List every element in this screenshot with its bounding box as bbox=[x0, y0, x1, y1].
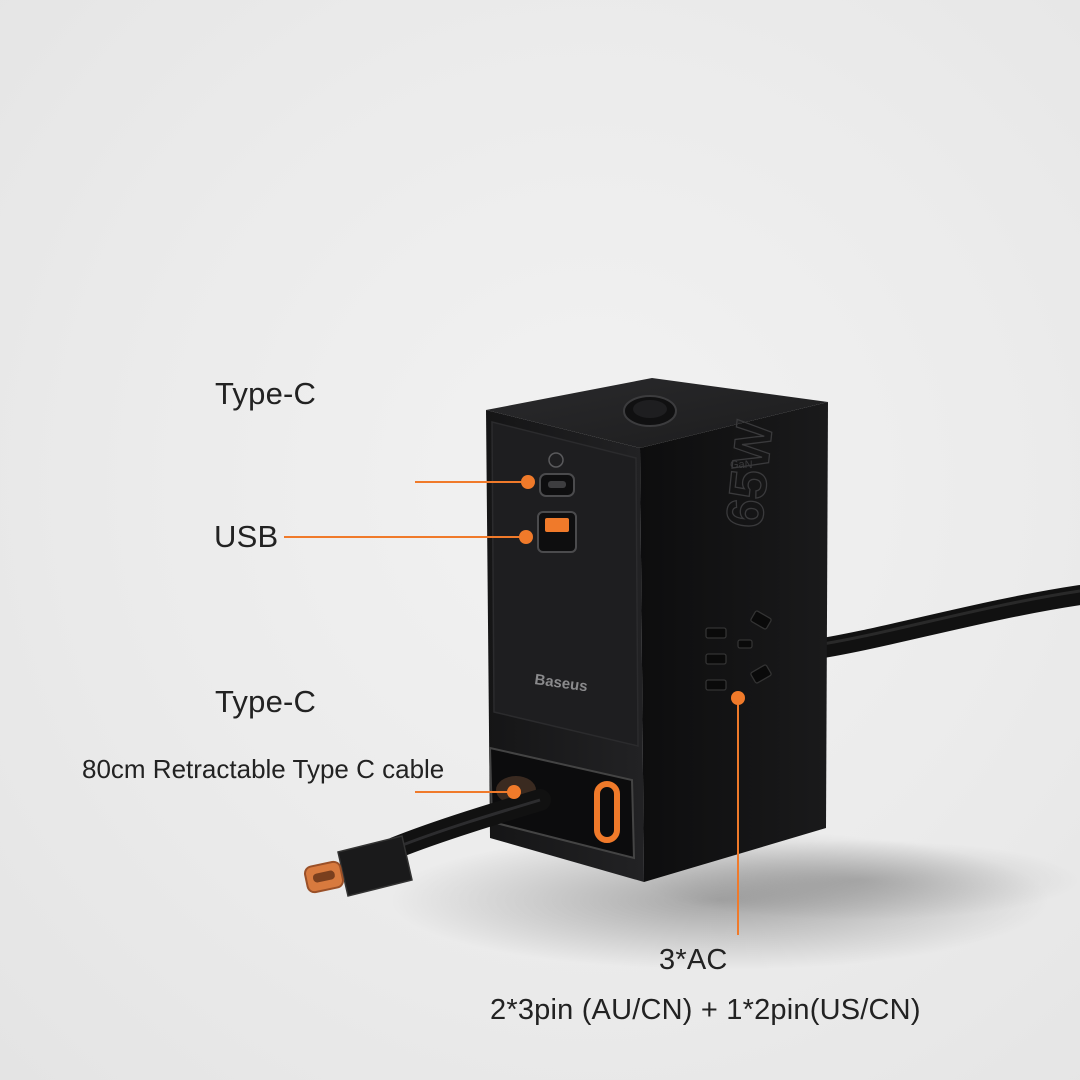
gan-badge-text: GaN bbox=[730, 459, 753, 471]
floor-shadow-soft bbox=[640, 840, 1080, 920]
label-ac-spec: 2*3pin (AU/CN) + 1*2pin(US/CN) bbox=[490, 994, 921, 1026]
label-type-c-top: Type-C bbox=[215, 376, 317, 411]
usb-a-port-tongue bbox=[545, 518, 569, 532]
label-usb: USB bbox=[214, 519, 279, 554]
label-ac-count: 3*AC bbox=[659, 944, 728, 976]
power-badge-text: 65W bbox=[716, 417, 785, 530]
pd-icon bbox=[548, 452, 564, 468]
power-cord-highlight bbox=[809, 589, 1080, 648]
retractable-cable-edge bbox=[394, 798, 541, 850]
front-panel bbox=[491, 421, 639, 747]
usb-c-port-tongue bbox=[548, 481, 566, 488]
callout-lines bbox=[284, 475, 745, 935]
label-retractable-cable: 80cm Retractable Type C cable bbox=[82, 754, 445, 784]
power-button-inner bbox=[633, 400, 667, 418]
device-side-face bbox=[640, 402, 828, 882]
ac-sockets bbox=[705, 610, 772, 691]
type-c-plug-slot bbox=[312, 870, 335, 883]
label-type-c-bottom: Type-C bbox=[215, 684, 317, 719]
cable-release-icon bbox=[594, 781, 620, 843]
type-c-plug-icon bbox=[337, 835, 413, 897]
power-cord bbox=[800, 585, 1080, 660]
